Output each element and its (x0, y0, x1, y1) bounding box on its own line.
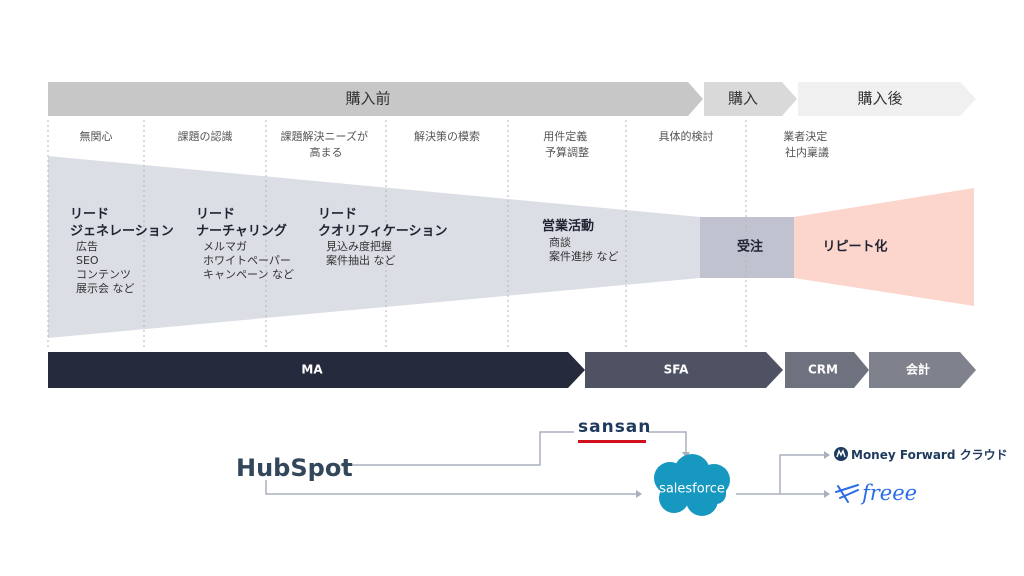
order-label: 受注 (737, 239, 763, 255)
step-label-requirements: 用件定義 予算調整 (543, 129, 591, 159)
arrowhead-salesforce-top (682, 452, 690, 458)
stage-label-before: 購入前 (345, 90, 390, 108)
step-label-explore: 解決策の模索 (414, 129, 480, 143)
repeat-box (794, 188, 974, 306)
step-label-review: 具体的検討 (659, 129, 714, 143)
tool-arrow-accounting (869, 352, 976, 388)
line-sansan-to-hubspot (352, 431, 574, 466)
arrowhead-salesforce-left (636, 490, 642, 498)
stage-arrow-after (798, 82, 976, 116)
lead-generation-items: 広告 SEO コンテンツ 展示会 など (76, 240, 135, 295)
sales-activity-items: 商談 案件進捗 など (549, 235, 619, 263)
repeat-label: リピート化 (822, 239, 887, 255)
step-label-indifferent: 無関心 (80, 129, 113, 143)
tool-label-accounting: 会計 (906, 362, 930, 377)
step-label-awareness: 課題の認識 (178, 129, 233, 143)
line-salesforce-to-accounting (736, 454, 826, 495)
moneyforward-logo: Money Forward クラウド (851, 448, 1008, 462)
stage-arrow-before (48, 82, 703, 116)
tool-arrow-sfa (585, 352, 783, 388)
lead-nurturing-items: メルマガ ホワイトペーパー キャンペーン など (203, 240, 294, 281)
lead-qualification-title: リード クオリフィケーション (318, 207, 447, 239)
step-label-need: 課題解決ニーズが 高まる (281, 129, 372, 159)
tool-label-crm: CRM (808, 363, 838, 377)
hubspot-logo: HubSpot (236, 454, 353, 482)
step-label-decision: 業者決定 社内稟議 (783, 129, 831, 159)
lead-generation-title: リード ジェネレーション (70, 207, 174, 239)
tool-arrow-crm (785, 352, 869, 388)
integration-arrowheads (340, 451, 830, 498)
arrowhead-freee (824, 490, 830, 498)
arrowhead-moneyforward (824, 451, 830, 459)
sansan-logo: sansan (578, 417, 651, 437)
salesforce-logo: salesforce (659, 482, 725, 497)
stage-label-after: 購入後 (857, 90, 902, 108)
sales-activity-title: 営業活動 (542, 218, 594, 234)
freee-bird-icon (835, 484, 859, 503)
lead-nurturing-title: リード ナーチャリング (196, 207, 287, 239)
tool-arrow-ma (48, 352, 585, 388)
arrowhead-hubspot (340, 461, 346, 469)
tool-label-sfa: SFA (664, 363, 689, 377)
salesforce-cloud-icon (654, 454, 730, 516)
step-dividers (47, 120, 747, 350)
lead-qualification-items: 見込み度把握 案件抽出 など (326, 239, 396, 267)
line-sansan-to-salesforce (648, 431, 687, 455)
stage-label-purchase: 購入 (728, 90, 758, 108)
tool-label-ma: MA (301, 363, 323, 377)
sansan-logo-underline (578, 440, 646, 443)
stage-arrow-purchase (704, 82, 797, 116)
funnel-shape (48, 156, 700, 338)
order-box (700, 217, 794, 278)
integration-lines (265, 431, 826, 495)
freee-logo: freee (860, 481, 917, 505)
line-hubspot-to-salesforce (265, 480, 640, 495)
moneyforward-mark-icon (834, 447, 848, 461)
